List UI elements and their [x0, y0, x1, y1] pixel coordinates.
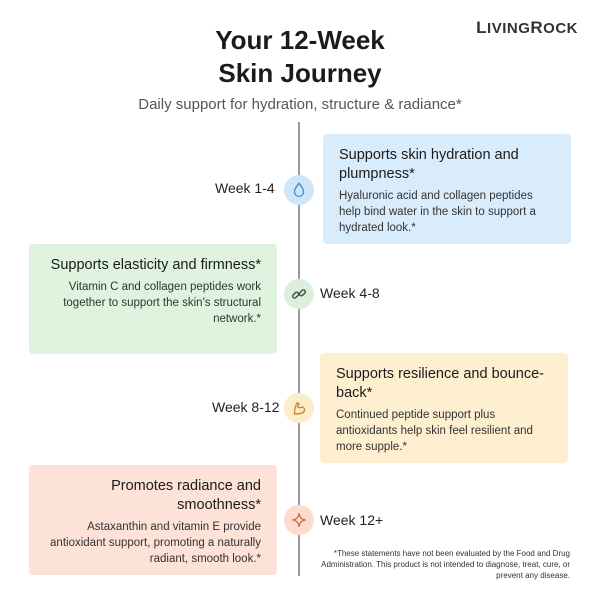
water-drop-icon [284, 175, 314, 205]
milestone-body: Continued peptide support plus antioxida… [336, 409, 533, 453]
week-label: Week 8-12 [212, 399, 280, 415]
flex-arm-icon [284, 393, 314, 423]
milestone-title: Supports resilience and bounce-back* [336, 366, 544, 401]
week-label: Week 1-4 [215, 180, 275, 196]
page-title: Your 12-Week Skin Journey [0, 24, 600, 90]
brand-letter: L [476, 18, 488, 37]
milestone-card-week-12-plus: Promotes radiance and smoothness* Astaxa… [29, 465, 277, 575]
title-line-2: Skin Journey [218, 58, 382, 88]
brand-logo: LIVINGROCK [476, 18, 578, 38]
week-label: Week 4-8 [320, 285, 380, 301]
milestone-card-week-1-4: Supports skin hydration and plumpness* H… [323, 134, 571, 244]
week-label: Week 12+ [320, 512, 384, 528]
milestone-body: Astaxanthin and vitamin E provide antiox… [50, 521, 261, 565]
milestone-title: Supports skin hydration and plumpness* [339, 147, 519, 182]
timeline-line [298, 122, 300, 576]
link-icon [284, 279, 314, 309]
milestone-card-week-4-8: Supports elasticity and firmness* Vitami… [29, 244, 277, 354]
brand-letters: OCK [543, 20, 578, 37]
fda-disclaimer: *These statements have not been evaluate… [321, 549, 570, 580]
page-subtitle: Daily support for hydration, structure &… [138, 96, 462, 113]
milestone-title: Supports elasticity and firmness* [50, 257, 261, 273]
sparkle-icon [284, 505, 314, 535]
milestone-card-week-8-12: Supports resilience and bounce-back* Con… [320, 353, 568, 463]
brand-letters: IVING [487, 20, 531, 37]
brand-letter: R [530, 18, 544, 37]
milestone-body: Hyaluronic acid and collagen peptides he… [339, 190, 536, 234]
milestone-body: Vitamin C and collagen peptides work tog… [63, 281, 261, 325]
milestone-title: Promotes radiance and smoothness* [111, 478, 261, 513]
title-line-1: Your 12-Week [215, 25, 385, 55]
